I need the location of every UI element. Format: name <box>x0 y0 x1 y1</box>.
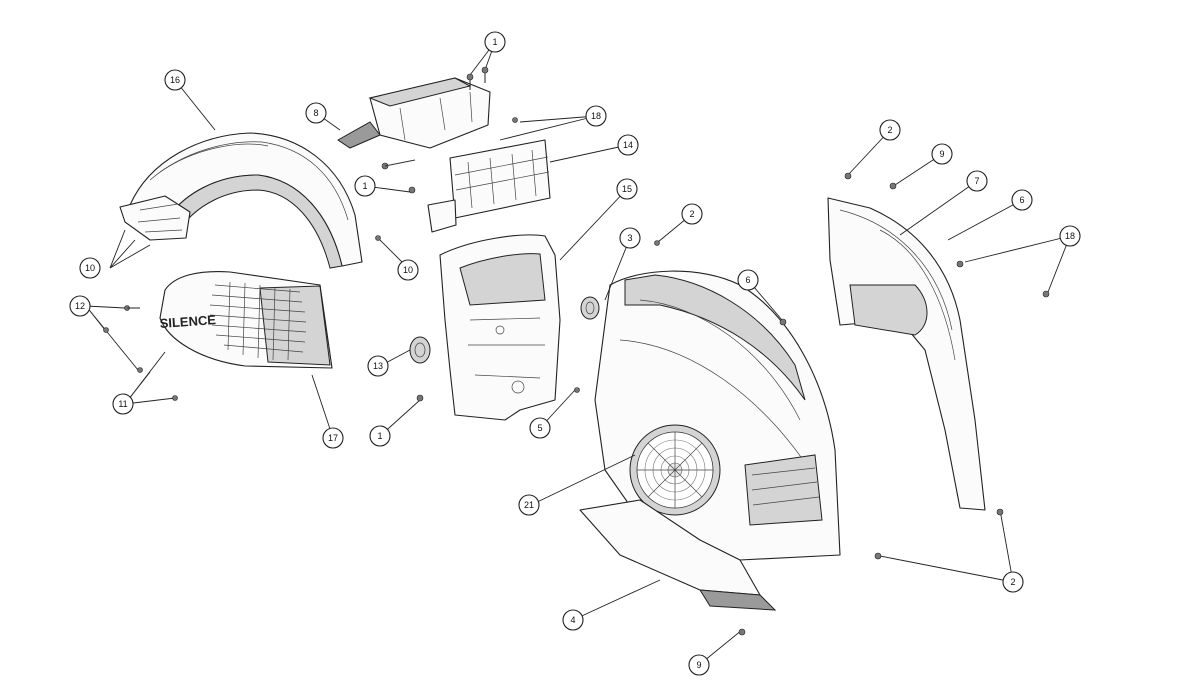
callout-21: 21 <box>518 494 540 516</box>
callout-1: 1 <box>484 31 506 53</box>
part-13-cap <box>409 336 431 364</box>
svg-text:16: 16 <box>170 75 180 85</box>
svg-text:10: 10 <box>85 263 95 273</box>
callout-6: 6 <box>1011 189 1033 211</box>
part-16-fender <box>119 132 363 269</box>
callout-18: 18 <box>585 105 607 127</box>
callout-14: 14 <box>617 134 639 156</box>
callout-2: 2 <box>879 119 901 141</box>
callout-16: 16 <box>164 69 186 91</box>
svg-text:9: 9 <box>696 660 701 670</box>
svg-text:10: 10 <box>403 265 413 275</box>
main-housing <box>579 270 841 611</box>
svg-text:2: 2 <box>887 125 892 135</box>
callout-8: 8 <box>305 102 327 124</box>
callout-11: 11 <box>112 393 134 415</box>
svg-text:5: 5 <box>537 423 542 433</box>
callout-6: 6 <box>737 269 759 291</box>
part-14-plate <box>427 139 551 233</box>
callout-3: 3 <box>619 227 641 249</box>
callout-10: 10 <box>397 259 419 281</box>
svg-text:18: 18 <box>1065 231 1075 241</box>
callout-12: 12 <box>69 295 91 317</box>
svg-text:1: 1 <box>492 37 497 47</box>
part-3-grommet <box>580 296 600 320</box>
speaker-grille-pattern <box>209 281 307 361</box>
svg-text:12: 12 <box>75 301 85 311</box>
svg-text:9: 9 <box>939 149 944 159</box>
part-21-speaker <box>629 424 721 516</box>
svg-text:17: 17 <box>328 433 338 443</box>
callout-1: 1 <box>369 425 391 447</box>
part-8-top-bracket <box>337 77 491 149</box>
callout-7: 7 <box>966 170 988 192</box>
svg-text:6: 6 <box>745 275 750 285</box>
brand-logo-text: SILENCE <box>159 312 217 331</box>
svg-text:18: 18 <box>591 111 601 121</box>
part-17-silence-cover: SILENCE <box>159 271 333 369</box>
callout-2: 2 <box>681 203 703 225</box>
callout-15: 15 <box>616 178 638 200</box>
callout-9: 9 <box>931 143 953 165</box>
svg-text:14: 14 <box>623 140 633 150</box>
callout-13: 13 <box>367 355 389 377</box>
callout-18: 18 <box>1059 225 1081 247</box>
part-15-frame <box>439 234 561 421</box>
part-4-lower-cover <box>579 499 777 611</box>
callout-2: 2 <box>1002 571 1024 593</box>
svg-text:13: 13 <box>373 361 383 371</box>
svg-text:1: 1 <box>362 181 367 191</box>
svg-text:15: 15 <box>622 184 632 194</box>
svg-text:2: 2 <box>1010 577 1015 587</box>
svg-text:4: 4 <box>570 615 575 625</box>
svg-text:8: 8 <box>313 108 318 118</box>
fasteners <box>103 66 1050 636</box>
svg-text:6: 6 <box>1019 195 1024 205</box>
callout-4: 4 <box>562 609 584 631</box>
callout-9: 9 <box>688 654 710 676</box>
callout-5: 5 <box>529 417 551 439</box>
svg-text:11: 11 <box>118 399 127 409</box>
svg-text:3: 3 <box>627 233 632 243</box>
callout-1: 1 <box>354 175 376 197</box>
callout-17: 17 <box>322 427 344 449</box>
svg-text:2: 2 <box>689 209 694 219</box>
callout-10: 10 <box>79 257 101 279</box>
svg-text:7: 7 <box>974 176 979 186</box>
svg-text:1: 1 <box>377 431 382 441</box>
part-7-side-panel <box>827 197 986 511</box>
svg-text:21: 21 <box>524 500 534 510</box>
